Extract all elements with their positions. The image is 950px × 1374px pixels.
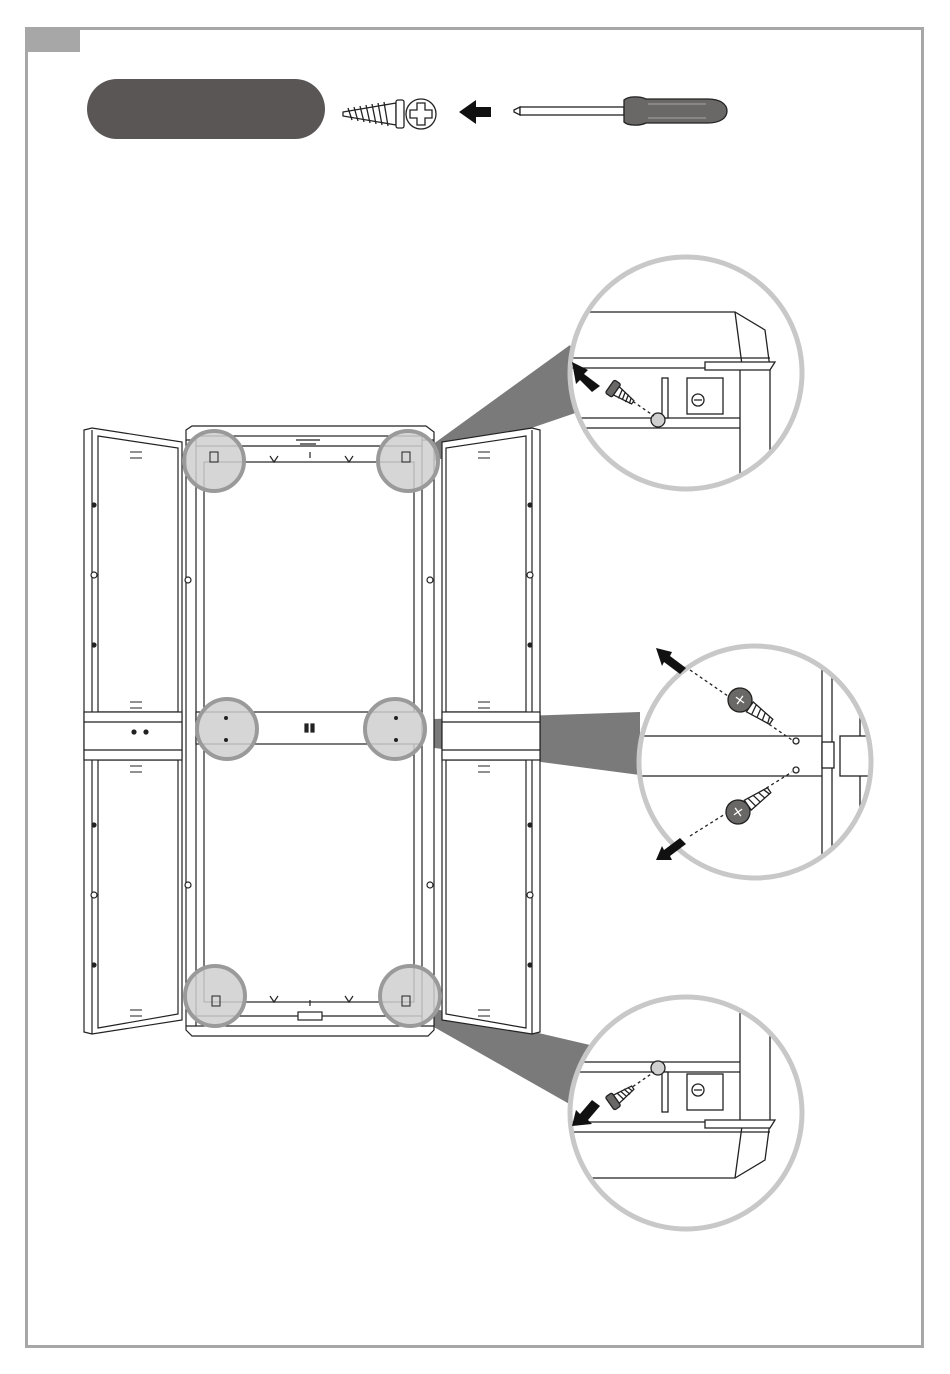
highlight-middle-right	[365, 699, 425, 759]
cabinet-body	[84, 0, 866, 1036]
highlight-top-right	[378, 431, 438, 491]
screw-icon	[343, 99, 436, 129]
phillips-screwdriver-icon	[514, 97, 727, 125]
callout-bottom-right	[560, 990, 802, 1229]
arrow-left-icon	[459, 100, 491, 124]
callout-middle-right	[638, 646, 880, 880]
highlight-top-left	[184, 431, 244, 491]
callout-top-right	[560, 257, 802, 500]
left-door	[84, 428, 182, 1034]
arrow-icon	[656, 648, 686, 674]
highlight-middle-left	[197, 699, 257, 759]
right-door	[442, 0, 866, 1034]
